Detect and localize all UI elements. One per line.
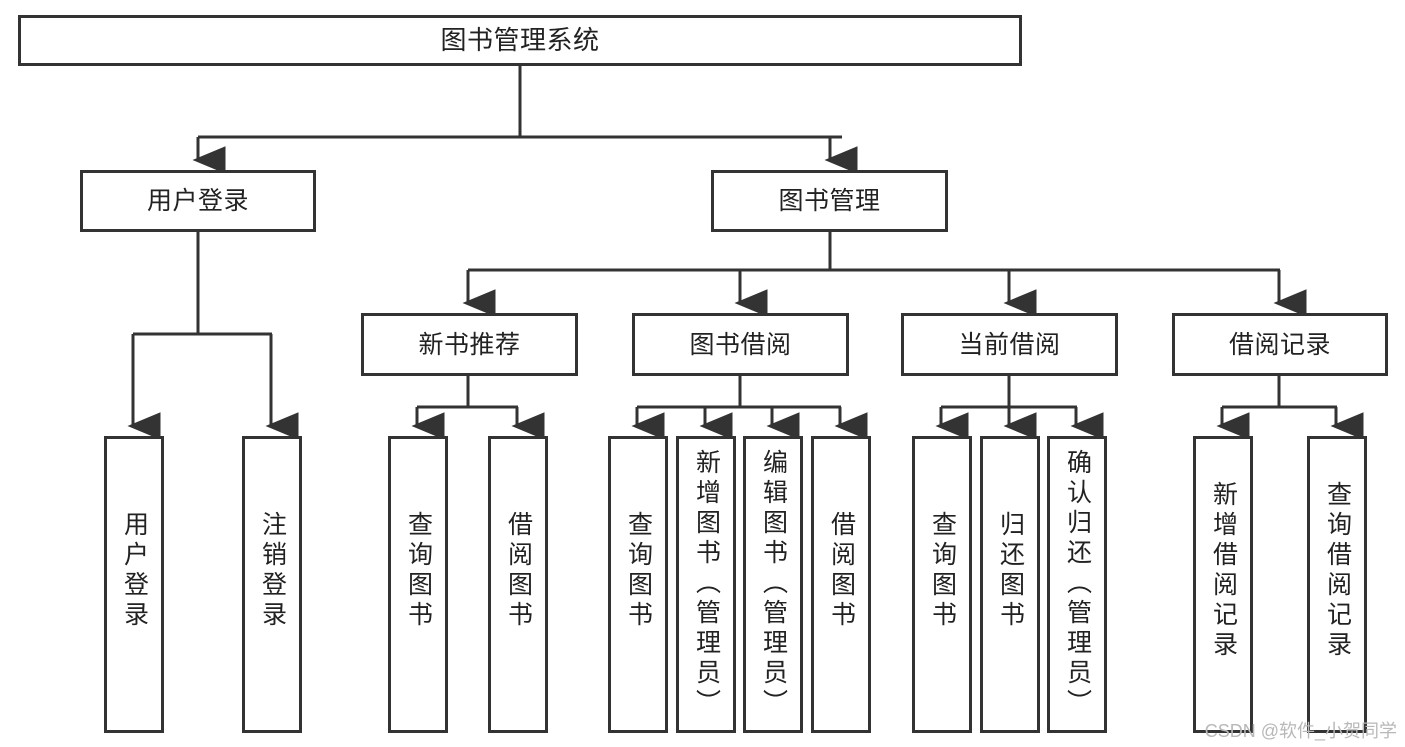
leaf-book-borrow-add-book-admin[interactable]: 新增图书（管理员）: [676, 436, 736, 733]
leaf-new-book-borrow-books[interactable]: 借阅图书: [488, 436, 548, 733]
node-label: 图书管理系统: [440, 24, 600, 55]
leaf-user-login-logout[interactable]: 注销登录: [242, 436, 302, 733]
node-label: 确认归还（管理员）: [1063, 449, 1092, 719]
node-label: 新书推荐: [418, 330, 521, 359]
node-label: 注销登录: [258, 511, 287, 631]
node-label: 用户登录: [146, 187, 249, 215]
node-label: 图书管理: [778, 187, 881, 215]
node-label: 查询图书: [624, 511, 653, 631]
node-label: 查询图书: [928, 511, 957, 631]
node-label: 新增借阅记录: [1209, 481, 1238, 661]
node-root-system[interactable]: 图书管理系统: [18, 15, 1022, 66]
node-label: 归还图书: [996, 511, 1025, 631]
node-current-borrow[interactable]: 当前借阅: [901, 313, 1118, 376]
leaf-book-borrow-borrow-books[interactable]: 借阅图书: [811, 436, 871, 733]
leaf-borrow-record-add-record[interactable]: 新增借阅记录: [1193, 436, 1253, 733]
leaf-borrow-record-query-record[interactable]: 查询借阅记录: [1307, 436, 1367, 733]
node-label: 用户登录: [120, 511, 149, 631]
node-label: 新增图书（管理员）: [692, 449, 721, 719]
node-user-login[interactable]: 用户登录: [80, 170, 316, 232]
leaf-current-borrow-return-books[interactable]: 归还图书: [980, 436, 1040, 733]
node-label: 图书借阅: [689, 330, 792, 359]
leaf-book-borrow-edit-book-admin[interactable]: 编辑图书（管理员）: [743, 436, 803, 733]
leaf-current-borrow-query-books[interactable]: 查询图书: [912, 436, 972, 733]
node-label: 借阅图书: [504, 511, 533, 631]
node-label: 借阅图书: [827, 511, 856, 631]
node-label: 查询借阅记录: [1323, 481, 1352, 661]
node-book-management[interactable]: 图书管理: [711, 170, 948, 232]
node-label: 查询图书: [404, 511, 433, 631]
node-label: 当前借阅: [958, 330, 1061, 359]
leaf-user-login-login[interactable]: 用户登录: [104, 436, 164, 733]
leaf-new-book-query-books[interactable]: 查询图书: [388, 436, 448, 733]
node-borrow-record[interactable]: 借阅记录: [1172, 313, 1388, 376]
leaf-current-borrow-confirm-return-admin[interactable]: 确认归还（管理员）: [1047, 436, 1107, 733]
node-book-borrow[interactable]: 图书借阅: [632, 313, 849, 376]
node-label: 借阅记录: [1228, 330, 1331, 359]
node-new-book-recommend[interactable]: 新书推荐: [361, 313, 578, 376]
watermark-text: CSDN @软件_小贺同学: [1204, 721, 1397, 741]
leaf-book-borrow-query-books[interactable]: 查询图书: [608, 436, 668, 733]
node-label: 编辑图书（管理员）: [759, 449, 788, 719]
